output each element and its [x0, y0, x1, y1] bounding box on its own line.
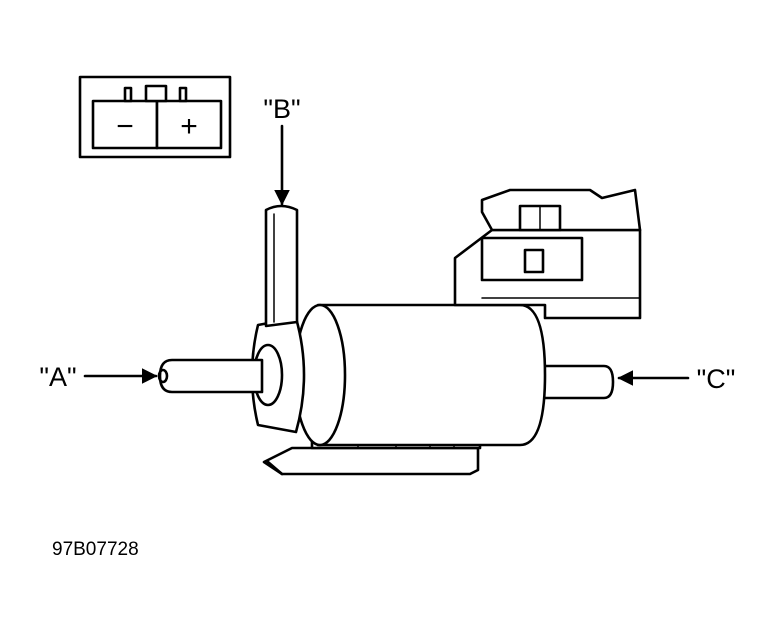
port-a-opening: [157, 368, 169, 384]
connector-pin: [123, 86, 133, 103]
port-b-tube: [264, 204, 299, 328]
connector-terminal-view: − +: [78, 75, 232, 159]
port-b-label: "B": [263, 94, 300, 124]
connector-lock-tab: [144, 84, 168, 103]
positive-terminal-cell: [155, 99, 223, 150]
positive-terminal-sign: +: [180, 110, 198, 143]
electrical-connector: [453, 188, 642, 320]
port-c-tube: [533, 364, 615, 400]
valve-body: [316, 303, 547, 447]
port-a-label: "A": [39, 362, 76, 392]
connector-pin: [178, 86, 188, 103]
negative-terminal-sign: −: [116, 110, 134, 143]
figure-code: 97B07728: [52, 539, 139, 560]
port-c-label: "C": [697, 364, 736, 394]
port-a-tube: [158, 358, 264, 394]
negative-terminal-cell: [91, 99, 159, 150]
